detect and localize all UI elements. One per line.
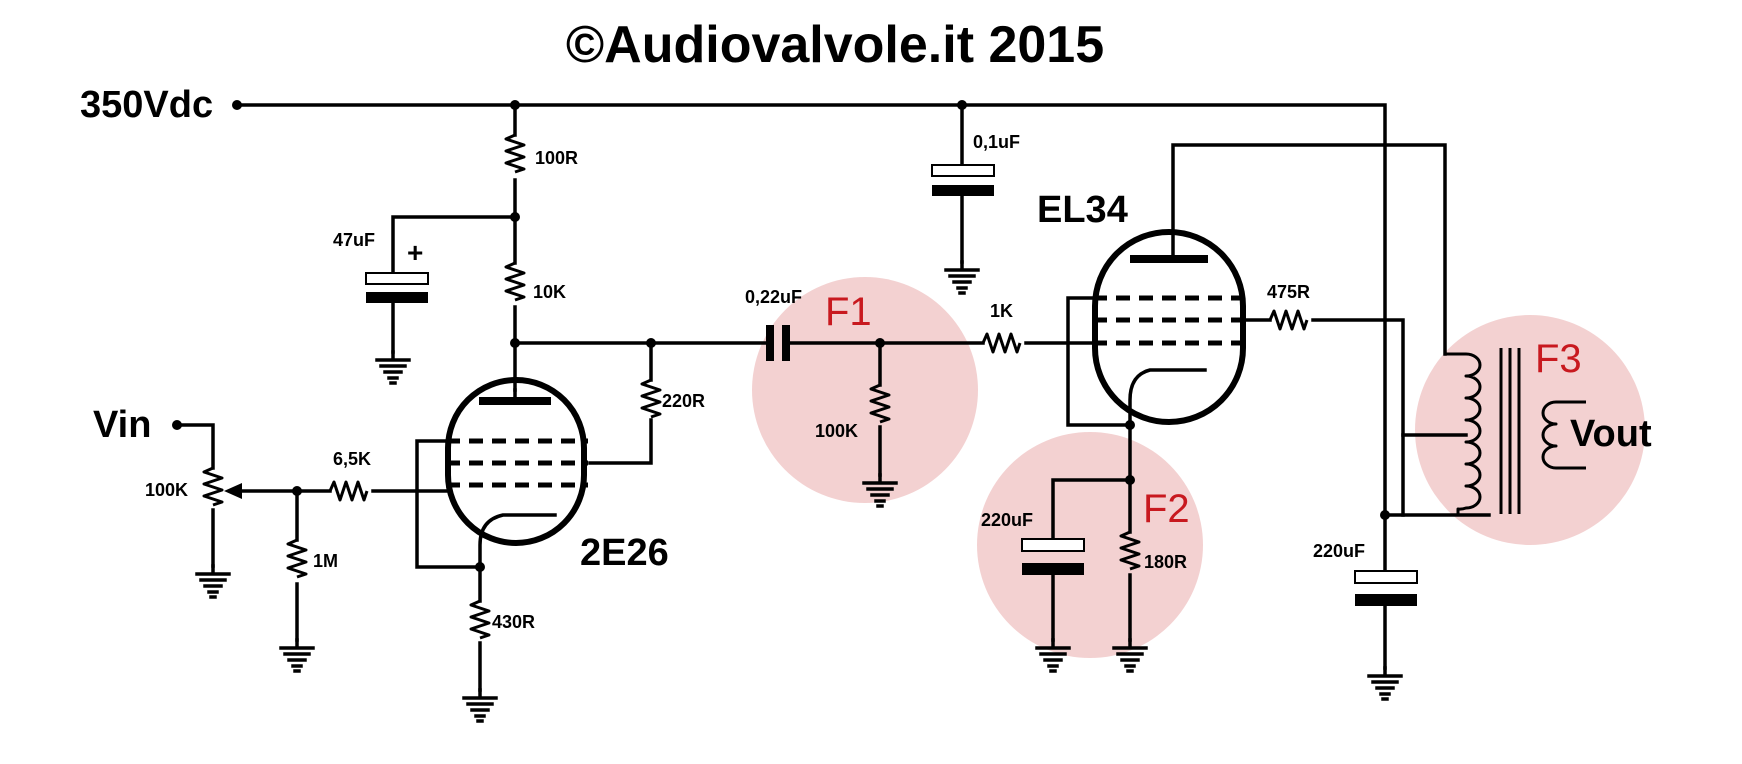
resistor-180r-symbol xyxy=(1119,530,1141,571)
tube-el34-plate xyxy=(1130,255,1208,263)
driver-cathode-wire xyxy=(415,439,482,692)
ground-symbol xyxy=(375,350,411,385)
resistor-1k-label: 1K xyxy=(990,301,1013,321)
cap-0-1uf-plate-a xyxy=(931,164,995,177)
supply-voltage-label: 350Vdc xyxy=(80,84,213,126)
tube-el34-envelope xyxy=(1092,229,1246,425)
tube-el34-plate-lead xyxy=(1171,143,1447,356)
cap-220uf-cathode-plate-b xyxy=(1022,563,1084,575)
tube-2e26-cathode xyxy=(478,513,557,569)
transformer-primary-coil xyxy=(1445,352,1489,517)
resistor-10k-symbol xyxy=(504,261,526,302)
transformer-core xyxy=(1499,348,1521,514)
screen-220r-wire xyxy=(588,341,653,465)
tube-2e26-label: 2E26 xyxy=(580,532,669,574)
resistor-6-5k-label: 6,5K xyxy=(333,449,371,469)
resistor-220r-label: 220R xyxy=(662,391,705,411)
resistor-100r-symbol xyxy=(504,133,526,174)
cap-47uf-polarity: + xyxy=(407,237,423,268)
resistor-100k-symbol xyxy=(869,383,891,424)
cap-220uf-cathode-label: 220uF xyxy=(981,510,1033,530)
reservoir-wire xyxy=(1383,513,1491,670)
tube-el34-label: EL34 xyxy=(1037,189,1128,231)
screen-475r-wire xyxy=(1243,318,1405,517)
cap-220uf-reservoir-plate-b xyxy=(1355,594,1417,606)
supply-rail xyxy=(235,103,1387,517)
resistor-100r-label: 100R xyxy=(535,148,578,168)
cap-220uf-cathode-plate-a xyxy=(1021,538,1085,552)
resistor-1k-symbol xyxy=(981,332,1022,354)
diagram-title: ©Audiovalvole.it 2015 xyxy=(566,16,1104,74)
resistor-1m-symbol xyxy=(286,538,308,579)
cap-0-1uf-plate-b xyxy=(932,185,994,196)
resistor-1m-label: 1M xyxy=(313,551,338,571)
ground-symbol xyxy=(195,564,231,599)
cap-220uf-reservoir-label: 220uF xyxy=(1313,541,1365,561)
input-wire xyxy=(175,423,215,568)
ground-symbol xyxy=(1112,638,1148,673)
resistor-430r-symbol xyxy=(469,599,491,640)
resistor-220r-symbol xyxy=(640,378,662,419)
ground-symbol xyxy=(462,688,498,723)
transformer-secondary-coil xyxy=(1541,400,1586,470)
cap-0-22uf-label: 0,22uF xyxy=(745,287,802,307)
output-label: Vout xyxy=(1570,413,1652,455)
zone-f2-label: F2 xyxy=(1143,487,1190,531)
tube-2e26-plate xyxy=(479,397,551,405)
cap-47uf-positive-plate xyxy=(365,272,429,285)
resistor-430r-label: 430R xyxy=(492,612,535,632)
cap-47uf-wire xyxy=(391,215,517,354)
cap-47uf-negative-plate xyxy=(366,292,428,303)
tube-el34-cathode xyxy=(1128,368,1207,427)
el34-suppressor-wire xyxy=(1066,296,1132,427)
pot-wiper-arrow xyxy=(224,483,242,499)
zone-f1-highlight xyxy=(752,277,978,503)
ground-symbol xyxy=(279,638,315,673)
ground-symbol xyxy=(862,473,898,508)
ground-symbol xyxy=(1035,638,1071,673)
pot-100k-label: 100K xyxy=(145,480,188,500)
cap-47uf-label: 47uF xyxy=(333,230,375,250)
input-label: Vin xyxy=(93,404,151,446)
ground-symbol xyxy=(1367,666,1403,701)
cap-0-1uf-label: 0,1uF xyxy=(973,132,1020,152)
resistor-10k-label: 10K xyxy=(533,282,566,302)
zone-f2-highlight xyxy=(977,432,1203,658)
cap-220uf-reservoir-plate-a xyxy=(1354,570,1418,584)
resistor-100k-label: 100K xyxy=(815,421,858,441)
resistor-475r-label: 475R xyxy=(1267,282,1310,302)
junction-dot xyxy=(510,100,520,110)
output-cathode-wire xyxy=(1051,423,1132,642)
resistor-475r-symbol xyxy=(1268,309,1309,331)
resistor-6-5k-symbol xyxy=(328,480,369,502)
resistor-180r-label: 180R xyxy=(1144,552,1187,572)
cap-0-22uf-symbol xyxy=(766,325,790,361)
zone-f3-label: F3 xyxy=(1535,337,1582,381)
ground-symbol xyxy=(944,260,980,295)
zone-f1-label: F1 xyxy=(825,290,872,334)
pot-100k-symbol xyxy=(202,466,224,507)
